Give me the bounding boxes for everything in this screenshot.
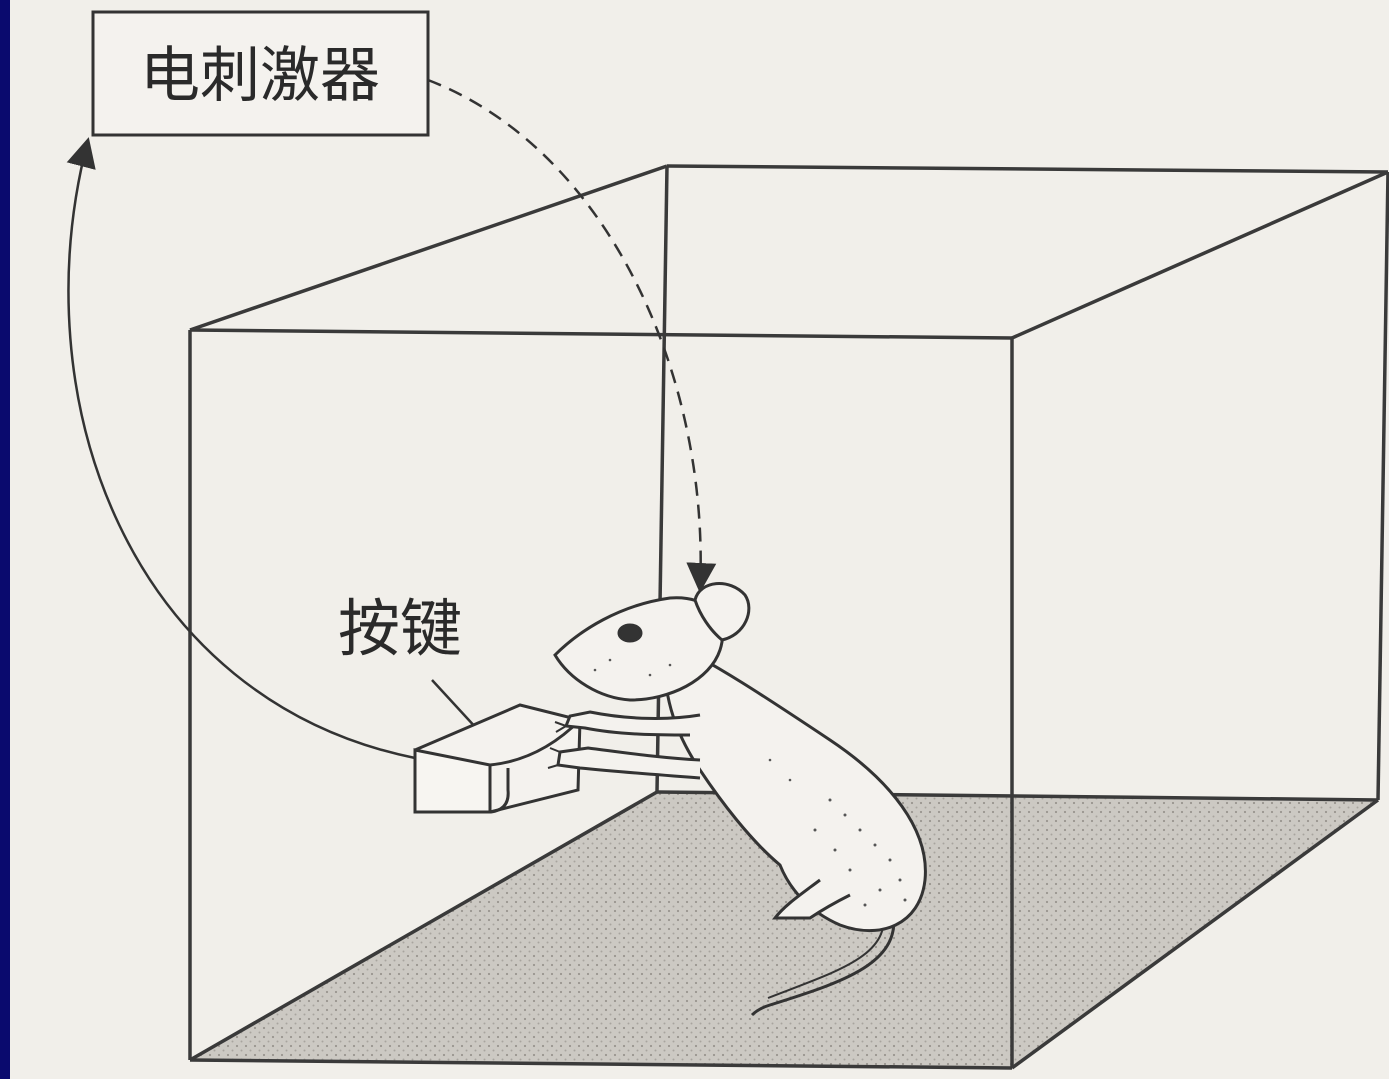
lever-key — [413, 703, 582, 814]
skinner-box-diagram: 电刺激器 按键 — [66, 10, 1389, 1070]
box-floor — [190, 792, 1378, 1068]
diagram-canvas: 电刺激器 按键 — [10, 0, 1389, 1079]
rat-front-arm-lower — [556, 746, 701, 780]
rat-front-arm-upper — [563, 710, 701, 737]
rat-eye — [617, 623, 643, 643]
stimulator-to-brain-arrow — [427, 78, 717, 593]
rat-fur-texture — [593, 658, 907, 907]
rat-head — [553, 596, 725, 702]
stimulator-box — [91, 10, 430, 137]
key-to-stimulator-arrow — [66, 137, 416, 760]
rat — [547, 582, 927, 1017]
stimulator-label: 电刺激器 — [140, 41, 380, 111]
key-label-leader — [431, 679, 479, 731]
rat-tail — [750, 899, 896, 1017]
key-label: 按键 — [338, 592, 462, 665]
rat-body — [662, 637, 927, 933]
rat-ear — [693, 582, 751, 642]
